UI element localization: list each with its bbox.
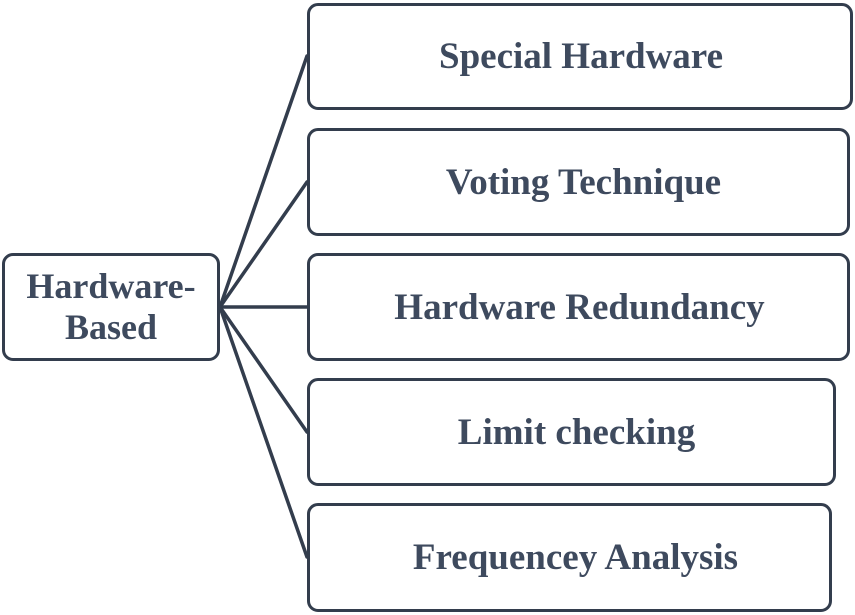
- node-label: Voting Technique: [445, 161, 722, 203]
- connector-limit-checking: [218, 305, 309, 434]
- connector-voting-technique: [218, 180, 309, 309]
- node-label: Special Hardware: [439, 36, 723, 77]
- root-node-hardware-based: Hardware- Based: [2, 253, 220, 361]
- node-hardware-redundancy: Hardware Redundancy: [307, 253, 850, 361]
- root-label-line-1: Hardware-: [26, 266, 196, 306]
- node-frequencey-analysis: Frequencey Analysis: [307, 503, 832, 612]
- node-special-hardware: Special Hardware: [307, 3, 853, 110]
- node-label: Frequencey Analysis: [412, 537, 739, 578]
- node-label: Hardware Redundancy: [394, 286, 765, 328]
- root-label-line-2: Based: [64, 307, 158, 347]
- connector-frequencey-analysis: [218, 305, 309, 559]
- connector-special-hardware: [218, 54, 309, 309]
- node-limit-checking: Limit checking: [307, 378, 836, 486]
- node-voting-technique: Voting Technique: [307, 128, 850, 236]
- node-label: Limit checking: [457, 411, 696, 453]
